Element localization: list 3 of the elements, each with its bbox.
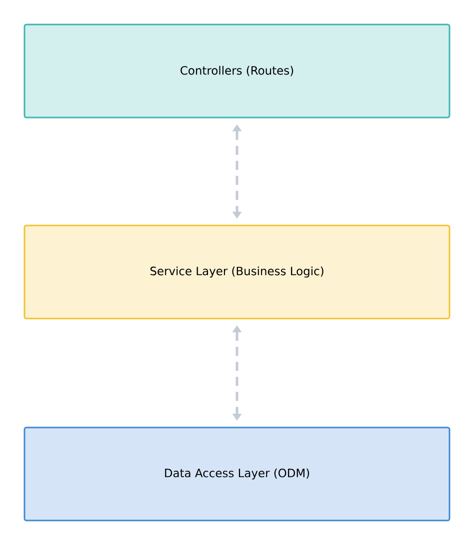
layer-box: Controllers (Routes): [24, 24, 450, 118]
layer-box: Service Layer (Business Logic): [24, 224, 450, 320]
layer-box: Data Access Layer (ODM): [24, 426, 450, 522]
